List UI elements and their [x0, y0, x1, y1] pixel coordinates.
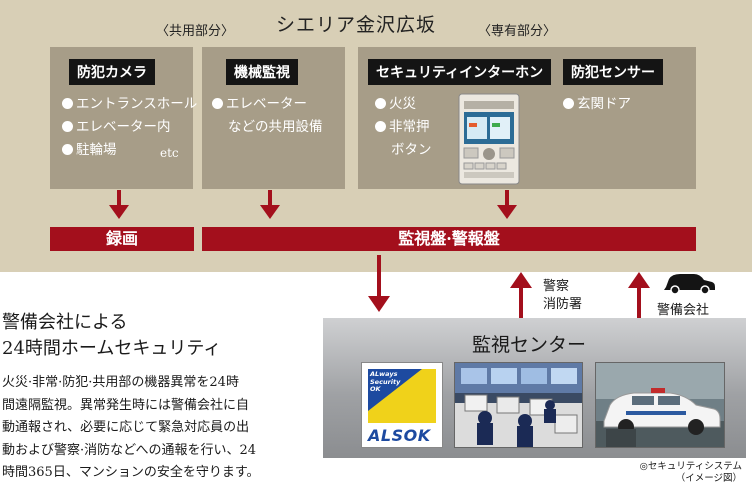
- record-bar: 録画: [50, 227, 194, 251]
- machine-section: 機械監視 エレベーター などの共用設備: [202, 47, 345, 189]
- bullet-icon: [375, 121, 386, 132]
- intercom-item-cont: ボタン: [391, 142, 432, 158]
- control-room-graphic: [455, 363, 582, 447]
- sensor-item-door: 玄関ドア: [563, 95, 631, 113]
- camera-item-elevator: エレベーター内: [62, 118, 171, 136]
- camera-item-parking: 駐輪場: [62, 141, 117, 159]
- flow-arrows: [109, 190, 650, 318]
- description-title: 警備会社による 24時間ホームセキュリティ: [2, 312, 222, 359]
- machine-tag: 機械監視: [226, 59, 298, 85]
- intercom-item-fire: 火災: [375, 95, 416, 113]
- monitoring-center: 監視センター ALways Security OK ALSOK: [323, 318, 746, 458]
- car-icon: [664, 274, 715, 294]
- patrol-car-graphic: [596, 363, 724, 447]
- camera-item-entrance: エントランスホール: [62, 95, 197, 113]
- bullet-icon: [563, 98, 574, 109]
- bullet-icon: [375, 98, 386, 109]
- control-room-photo: [454, 362, 583, 448]
- image-caption: ◎セキュリティシステム （イメージ図）: [639, 461, 742, 484]
- alsok-slogan: ALways Security OK: [370, 370, 401, 393]
- description-body: 火災·非常·防犯·共用部の機器異常を24時 間遠隔監視。異常発生時には警備会社に…: [2, 375, 260, 480]
- private-label: 〈専有部分〉: [478, 24, 557, 39]
- camera-tag: 防犯カメラ: [69, 59, 155, 85]
- machine-item-cont: などの共用設備: [228, 119, 323, 135]
- camera-section: 防犯カメラ エントランスホール エレベーター内 駐輪場 etc: [50, 47, 197, 189]
- page-title: シエリア金沢広坂: [276, 14, 437, 36]
- bullet-icon: [62, 144, 73, 155]
- patrol-car-photo: [595, 362, 725, 448]
- bullet-icon: [62, 121, 73, 132]
- center-title: 監視センター: [472, 334, 587, 356]
- bullet-icon: [212, 98, 223, 109]
- bullet-icon: [62, 98, 73, 109]
- alsok-logo-graphic: [362, 363, 442, 447]
- machine-item-elevator: エレベーター: [212, 95, 307, 113]
- security-company-label: 警備会社: [657, 303, 710, 318]
- private-section: セキュリティインターホン 防犯センサー 火災 非常押 ボタン 玄関ドア: [358, 47, 696, 189]
- alsok-logo: ALways Security OK ALSOK: [361, 362, 443, 448]
- monitor-bar: 監視盤·警報盤: [202, 227, 696, 251]
- camera-etc: etc: [160, 146, 179, 160]
- shared-label: 〈共用部分〉: [156, 24, 235, 39]
- intercom-item-emergency: 非常押: [375, 118, 430, 136]
- police-fire-label: 警察 消防署: [543, 279, 583, 312]
- sensor-tag: 防犯センサー: [563, 59, 663, 85]
- intercom-tag: セキュリティインターホン: [368, 59, 552, 85]
- alsok-brand: ALSOK: [368, 426, 431, 445]
- intercom-device-icon: [458, 93, 520, 185]
